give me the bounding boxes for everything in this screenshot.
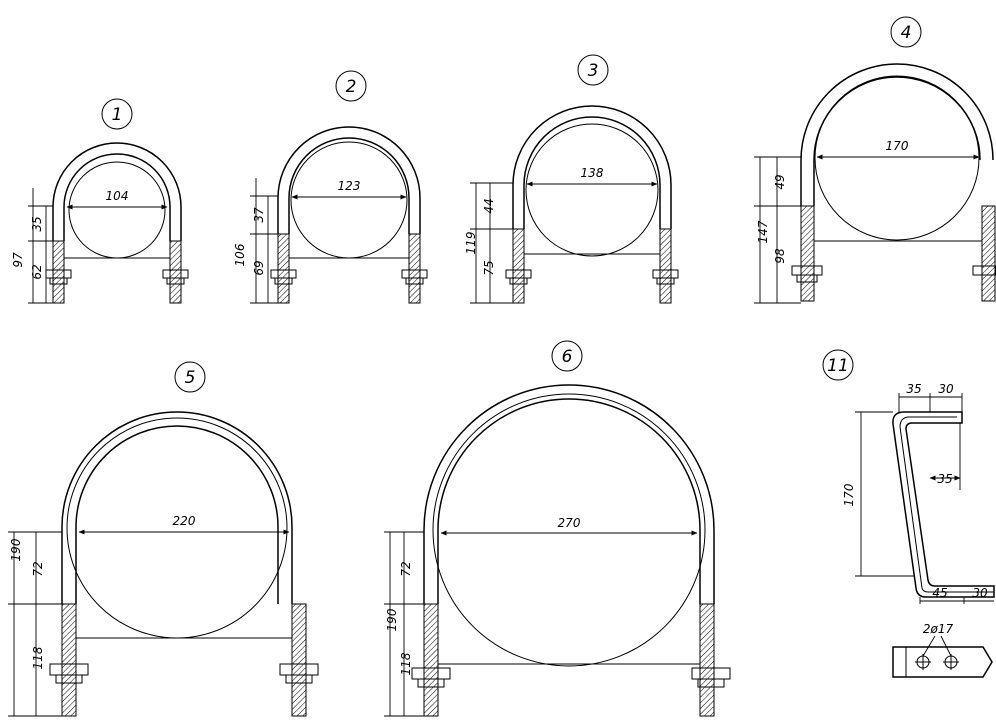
- upper-height-dimension: 37: [252, 207, 266, 223]
- width-dimension: 270: [558, 516, 581, 530]
- u-bolt-6: 6 270 190 72 118: [384, 340, 731, 717]
- width-dimension: 138: [581, 166, 604, 180]
- total-height-dimension: 190: [385, 608, 399, 631]
- lower-height-dimension: 69: [252, 260, 266, 275]
- u-bolt-5: 5 220 190 72 118: [8, 361, 319, 717]
- width-dimension: 123: [338, 179, 361, 193]
- bolt-label: 6: [562, 347, 573, 367]
- top-right-dimension: 30: [938, 382, 954, 396]
- lower-height-dimension: 75: [482, 260, 496, 275]
- upper-height-dimension: 35: [30, 216, 44, 231]
- u-bolt-3: 3 138 119 44 75: [464, 54, 679, 304]
- lower-height-dimension: 118: [399, 652, 413, 675]
- bracket-label: 11: [827, 356, 849, 376]
- upper-height-dimension: 72: [399, 561, 413, 576]
- depth-dimension: 35: [937, 472, 952, 486]
- lower-height-dimension: 98: [773, 248, 787, 264]
- width-dimension: 104: [106, 189, 129, 203]
- bolt-label: 1: [112, 105, 123, 125]
- bottom-left-dimension: 45: [932, 586, 947, 600]
- bracket-11: 11 35 30 35 170 45 30: [822, 349, 995, 678]
- top-left-dimension: 35: [906, 382, 921, 396]
- bolt-label: 2: [346, 77, 357, 97]
- u-bolt-1: 1 104 97 35 62: [11, 98, 189, 304]
- height-dimension: 170: [842, 483, 856, 506]
- lower-height-dimension: 118: [31, 646, 45, 669]
- bolt-label: 3: [588, 61, 599, 81]
- width-dimension: 220: [173, 514, 196, 528]
- u-bolt-2: 2 123 106 37 69: [233, 70, 428, 304]
- lower-height-dimension: 62: [30, 264, 44, 279]
- upper-height-dimension: 44: [482, 198, 496, 213]
- holes-dimension: 2ø17: [923, 622, 954, 636]
- upper-height-dimension: 72: [31, 561, 45, 576]
- bolt-label: 5: [185, 368, 196, 388]
- bolt-label: 4: [901, 23, 912, 43]
- total-height-dimension: 119: [464, 232, 478, 255]
- total-height-dimension: 190: [9, 538, 23, 561]
- total-height-dimension: 106: [233, 243, 247, 266]
- upper-height-dimension: 49: [773, 174, 787, 189]
- total-height-dimension: 147: [756, 220, 770, 243]
- width-dimension: 170: [886, 139, 909, 153]
- u-bolt-4: 4 170 147 49 98: [754, 16, 996, 304]
- bottom-right-dimension: 30: [972, 586, 988, 600]
- total-height-dimension: 97: [11, 252, 25, 268]
